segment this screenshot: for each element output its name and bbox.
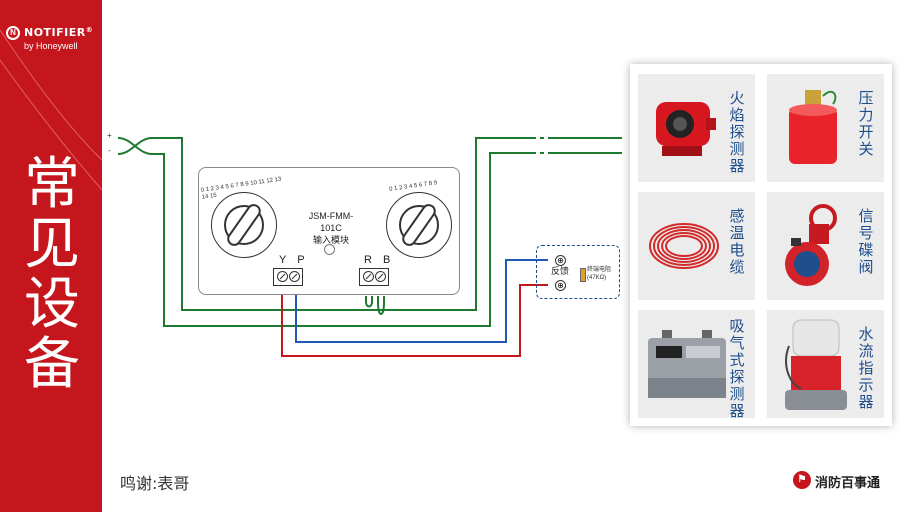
address-dial-tens[interactable]	[211, 192, 277, 258]
wire-minus-sign: -	[108, 146, 111, 155]
footer-brand-text: 消防百事通	[815, 476, 881, 491]
loop-wire-plus	[117, 137, 622, 327]
brand-subtitle: by Honeywell	[24, 41, 78, 51]
sidebar-title: 常见设备	[24, 152, 80, 397]
address-dial-units[interactable]	[386, 192, 452, 258]
loop-wire-minus	[117, 137, 622, 311]
resistor-note-line2: (47KΩ)	[587, 275, 607, 281]
screw-icon	[363, 271, 374, 282]
device-label: 水流指示器	[858, 325, 874, 411]
module-rb-wire-2	[377, 296, 385, 315]
device-label: 吸气式探测器	[729, 317, 745, 420]
butterfly-valve-icon	[785, 204, 837, 286]
resistor-icon	[580, 268, 586, 282]
terminal-rb	[359, 268, 389, 286]
device-card-water-flow-indicator[interactable]: 水流指示器	[767, 310, 884, 418]
feedback-eol-box: ⊕ 反馈 ⊕ 终端电阻 (47KΩ)	[536, 245, 620, 299]
credit-text: 鸣谢:表哥	[120, 474, 190, 493]
device-label: 感温电缆	[729, 207, 745, 276]
feedback-label: 反馈	[551, 266, 570, 276]
device-card-flame-detector[interactable]: 火焰探测器	[638, 74, 755, 182]
dial-knob	[399, 201, 439, 249]
module-label: JSM-FMM-101C 输入模块	[299, 210, 363, 246]
device-card-aspirating-detector[interactable]: 吸气式探测器	[638, 310, 755, 420]
terminal-yp-label: Y P	[279, 254, 309, 266]
water-flow-indicator-icon	[785, 319, 847, 410]
feedback-wire-red	[281, 284, 548, 357]
device-label: 压力开关	[858, 89, 874, 158]
module-name: 输入模块	[312, 235, 349, 245]
device-label: 火焰探测器	[729, 89, 745, 175]
brand-registered: ®	[85, 26, 94, 34]
screw-icon	[375, 271, 386, 282]
notifier-logo-icon: N	[6, 26, 20, 40]
resistor-note: 终端电阻 (47KΩ)	[587, 266, 611, 282]
resistor-note-line1: 终端电阻	[587, 267, 612, 273]
device-card-heat-cable[interactable]: 感温电缆	[638, 192, 755, 300]
brand-name: NOTIFIER	[24, 26, 86, 39]
flame-detector-icon	[656, 102, 716, 156]
heat-cable-icon	[649, 223, 719, 269]
eol-screw-top-icon: ⊕	[555, 255, 566, 266]
eol-screw-bottom-icon: ⊕	[555, 280, 566, 291]
sidebar: N NOTIFIER® by Honeywell 常见设备	[0, 0, 102, 512]
terminal-yp	[273, 268, 303, 286]
input-module: 0 1 2 3 4 5 6 7 8 9 10 11 12 13 14 15 0 …	[198, 167, 460, 295]
module-model: JSM-FMM-101C	[308, 211, 354, 233]
dial-knob	[224, 201, 264, 249]
footer-flag-icon: ⚑	[793, 471, 811, 489]
dial-right-numbers: 0 1 2 3 4 5 6 7 8 9	[388, 180, 438, 193]
devices-panel: 火焰探测器 压力开关 感温电缆 信号碟阀	[630, 64, 892, 426]
screw-icon	[289, 271, 300, 282]
sidebar-decor-lines	[0, 29, 102, 191]
feedback-wire-blue	[295, 259, 548, 343]
module-rb-wire-1	[365, 296, 373, 308]
device-card-butterfly-valve[interactable]: 信号碟阀	[767, 192, 884, 300]
screw-icon	[277, 271, 288, 282]
status-led	[324, 244, 335, 255]
device-label: 信号碟阀	[858, 207, 874, 276]
device-card-pressure-switch[interactable]: 压力开关	[767, 74, 884, 182]
aspirating-detector-icon	[648, 330, 726, 398]
wire-plus-sign: +	[107, 131, 112, 140]
pressure-switch-icon	[789, 90, 837, 164]
terminal-rb-label: R B	[364, 254, 395, 266]
